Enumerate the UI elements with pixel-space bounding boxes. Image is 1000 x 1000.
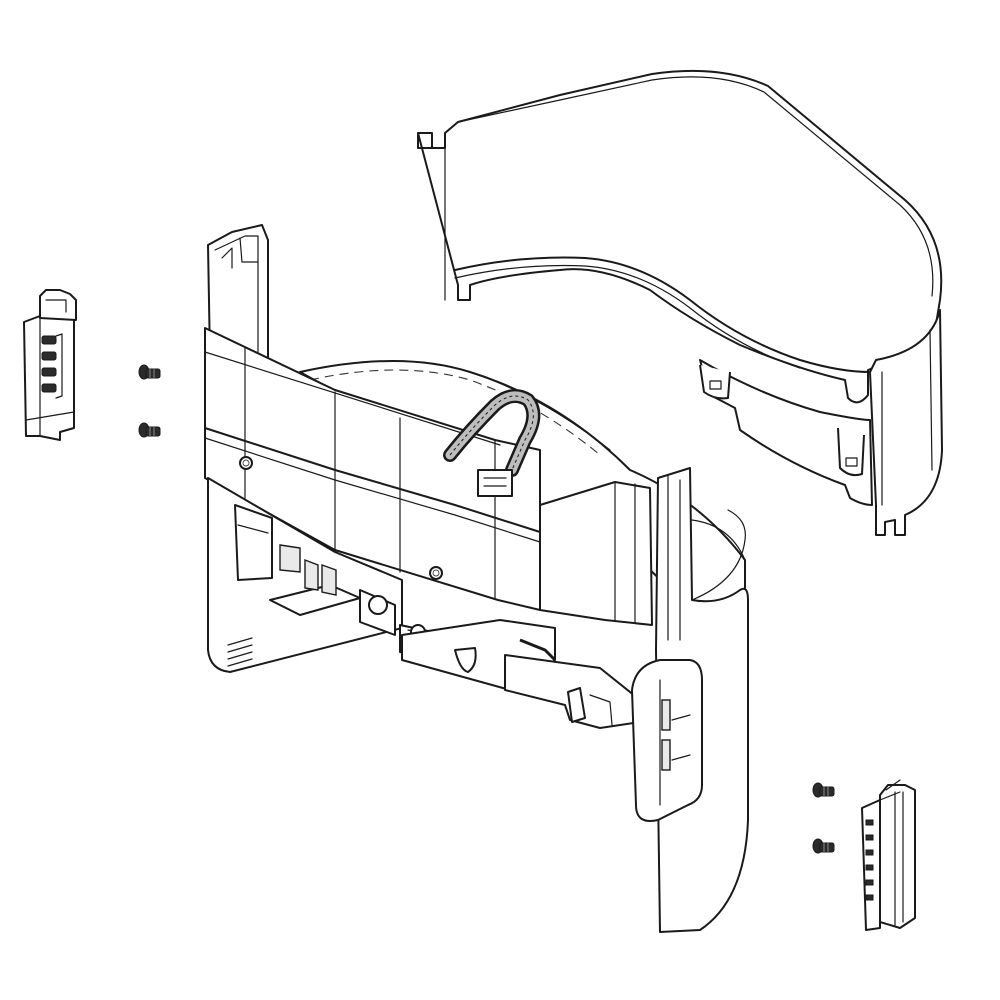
right-screws [812, 782, 835, 854]
screw-left-upper [138, 364, 161, 380]
left-screws [138, 364, 161, 438]
screw-right-lower [812, 838, 835, 854]
screw-left-lower [138, 422, 161, 438]
screw-right-upper [812, 782, 835, 798]
upper-curved-cover [417, 69, 943, 536]
main-housing-assembly [204, 224, 749, 933]
left-bracket [23, 289, 77, 441]
right-bracket [861, 779, 916, 931]
